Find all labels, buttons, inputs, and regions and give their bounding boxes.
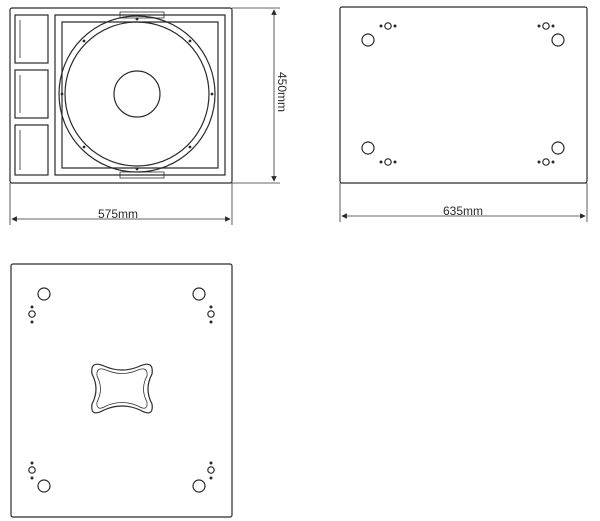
bottom-view	[10, 263, 233, 518]
top-width-label: 635mm	[443, 204, 483, 218]
handle-cutout	[91, 363, 153, 414]
bottom-panel-outline	[10, 263, 233, 518]
dust-cap	[113, 70, 161, 118]
front-height-label: 450mm	[275, 72, 289, 112]
top-view: 635mm	[339, 6, 588, 222]
port-panels	[14, 14, 49, 176]
top-feet	[361, 22, 565, 166]
front-cabinet-outline	[9, 7, 233, 184]
front-height-dimension: 450mm	[232, 7, 289, 184]
front-width-dimension: 575mm	[9, 183, 233, 225]
woofer-mount-screws	[60, 17, 214, 171]
bottom-feet	[28, 287, 215, 493]
front-view: 450mm 575mm	[9, 7, 289, 225]
woofer	[58, 15, 216, 173]
grille-frame	[54, 11, 226, 179]
front-width-label: 575mm	[98, 207, 138, 221]
top-width-dimension: 635mm	[339, 183, 588, 222]
top-panel-outline	[339, 6, 588, 184]
